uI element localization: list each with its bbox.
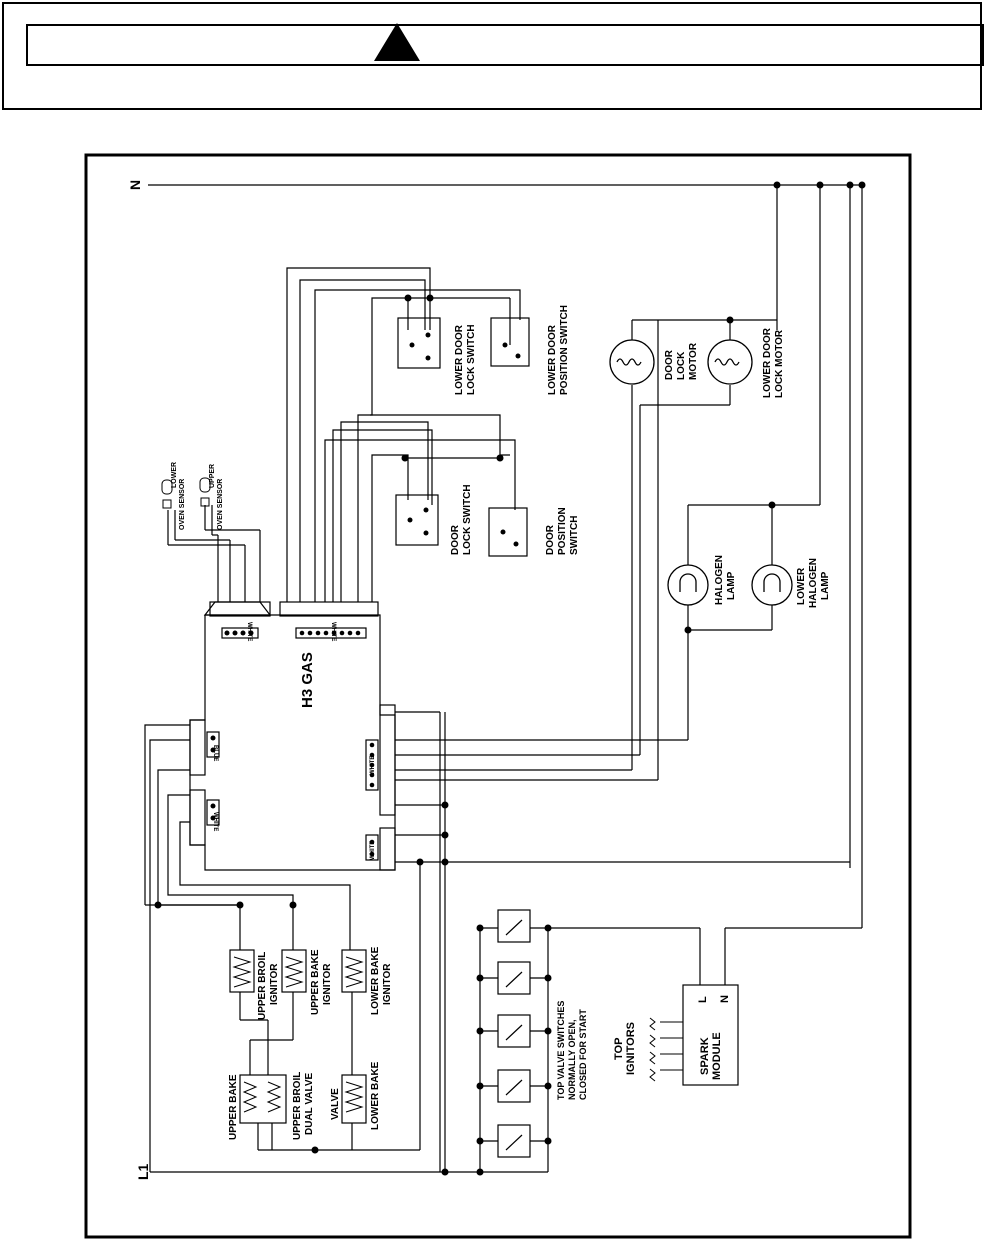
door-position-switch bbox=[488, 507, 528, 557]
lower-door-lock-switch-label-1: LOWER DOOR bbox=[454, 324, 465, 395]
lower-bake-ignitor-label-2: IGNITOR bbox=[382, 963, 393, 1005]
upper-broil-dual-valve-label-1: UPPER BROIL bbox=[292, 1072, 303, 1140]
lower-halogen-lamp bbox=[751, 564, 793, 606]
sensor-icons bbox=[161, 477, 211, 509]
sensor-lower-2: OVEN SENSOR bbox=[179, 479, 186, 530]
spark-module-label-1: SPARK bbox=[699, 1037, 711, 1075]
warning-triangle-icon bbox=[374, 23, 420, 61]
halogen-lamp bbox=[667, 564, 709, 606]
lower-door-position-switch-label-1: LOWER DOOR bbox=[547, 324, 558, 395]
upper-broil-dual-valve-label-2: DUAL VALVE bbox=[304, 1072, 315, 1135]
lower-bake-valve-label: LOWER BAKE bbox=[370, 1061, 381, 1130]
blue-conn-label: BLUE bbox=[212, 745, 218, 761]
lower-halogen-lamp-label-3: LAMP bbox=[820, 571, 831, 600]
upper-broil-ignitor bbox=[229, 949, 255, 993]
spark-module bbox=[682, 984, 739, 1086]
lower-door-lock-motor-label-1: LOWER DOOR bbox=[762, 327, 773, 398]
halogen-lamp-label-1: HALOGEN bbox=[714, 555, 725, 605]
upper-broil-ignitor-label-2: IGNITOR bbox=[269, 963, 280, 1005]
halogen-lamp-label-2: LAMP bbox=[726, 571, 737, 600]
top-ignitors-label-1: TOP bbox=[613, 1038, 625, 1060]
spark-n-label: N bbox=[719, 995, 731, 1003]
door-lock-motor-label-1: DOOR bbox=[664, 349, 675, 380]
diagram-frame bbox=[84, 153, 912, 1239]
lower-door-position-switch-label-2: POSITION SWITCH bbox=[559, 305, 570, 395]
upper-broil-dual-valve bbox=[239, 1074, 287, 1124]
sensor-upper-1: UPPER bbox=[209, 464, 216, 488]
warning-frame bbox=[2, 2, 984, 110]
lower-bake-ignitor-label-1: LOWER BAKE bbox=[370, 946, 381, 1015]
top-valve-switches-label-3: CLOSED FOR START bbox=[578, 1009, 588, 1100]
top-right-conn-label: WHITE bbox=[330, 622, 336, 641]
upper-bake-valve-label: UPPER BAKE bbox=[228, 1074, 239, 1140]
lower-door-lock-motor bbox=[707, 339, 753, 385]
top-ignitors-label-2: IGNITORS bbox=[625, 1022, 637, 1075]
lower-door-lock-switch bbox=[397, 317, 441, 369]
h3-gas-control-board bbox=[189, 614, 396, 871]
top-valve-switches-label-2: NORMALLY OPEN, bbox=[567, 1019, 577, 1100]
lower-door-lock-switch-label-2: LOCK SWITCH bbox=[466, 324, 477, 395]
door-lock-switch bbox=[395, 494, 439, 546]
lower-halogen-lamp-label-1: LOWER bbox=[796, 567, 807, 605]
door-position-switch-label-2: POSITION bbox=[557, 507, 568, 555]
lower-halogen-lamp-label-2: HALOGEN bbox=[808, 558, 819, 608]
door-position-switch-label-3: SWITCH bbox=[569, 516, 580, 555]
white-right-conn-label: WHITE bbox=[370, 756, 376, 775]
door-lock-switch-label-1: DOOR bbox=[450, 524, 461, 555]
lower-bake-valve bbox=[341, 1074, 367, 1124]
top-valve-switch-group bbox=[480, 909, 548, 1158]
lower-door-lock-motor-label-2: LOCK MOTOR bbox=[774, 329, 785, 398]
door-position-switch-label-1: DOOR bbox=[545, 524, 556, 555]
white-left-conn-label: WHITE bbox=[212, 812, 218, 831]
lower-bake-ignitor bbox=[341, 949, 367, 993]
door-lock-switch-label-2: LOCK SWITCH bbox=[462, 484, 473, 555]
upper-bake-ignitor bbox=[281, 949, 307, 993]
sensor-lower-1: LOWER bbox=[171, 462, 178, 488]
control-title: H3 GAS bbox=[299, 652, 316, 708]
neutral-label: N bbox=[127, 180, 143, 190]
spark-module-label-2: MODULE bbox=[711, 1032, 723, 1080]
door-lock-motor-label-2: LOCK bbox=[676, 351, 687, 380]
top-left-conn-label: WHITE bbox=[246, 622, 252, 641]
door-lock-motor-label-3: MOTOR bbox=[688, 342, 699, 380]
junction-dots bbox=[154, 181, 866, 1176]
upper-broil-ignitor-label-1: UPPER BROIL bbox=[257, 952, 268, 1020]
l1-label: L1 bbox=[135, 1163, 151, 1180]
white-power-conn-label: WHITE bbox=[370, 841, 376, 860]
valve-label: VALVE bbox=[330, 1088, 341, 1120]
warning-bar bbox=[26, 24, 984, 66]
upper-bake-ignitor-label-1: UPPER BAKE bbox=[310, 949, 321, 1015]
upper-bake-ignitor-label-2: IGNITOR bbox=[322, 963, 333, 1005]
sensor-upper-2: OVEN SENSOR bbox=[217, 479, 224, 530]
spark-l-label: L bbox=[697, 996, 709, 1003]
top-valve-switches-label-1: TOP VALVE SWITCHES bbox=[556, 1001, 566, 1100]
door-lock-motor bbox=[609, 339, 655, 385]
